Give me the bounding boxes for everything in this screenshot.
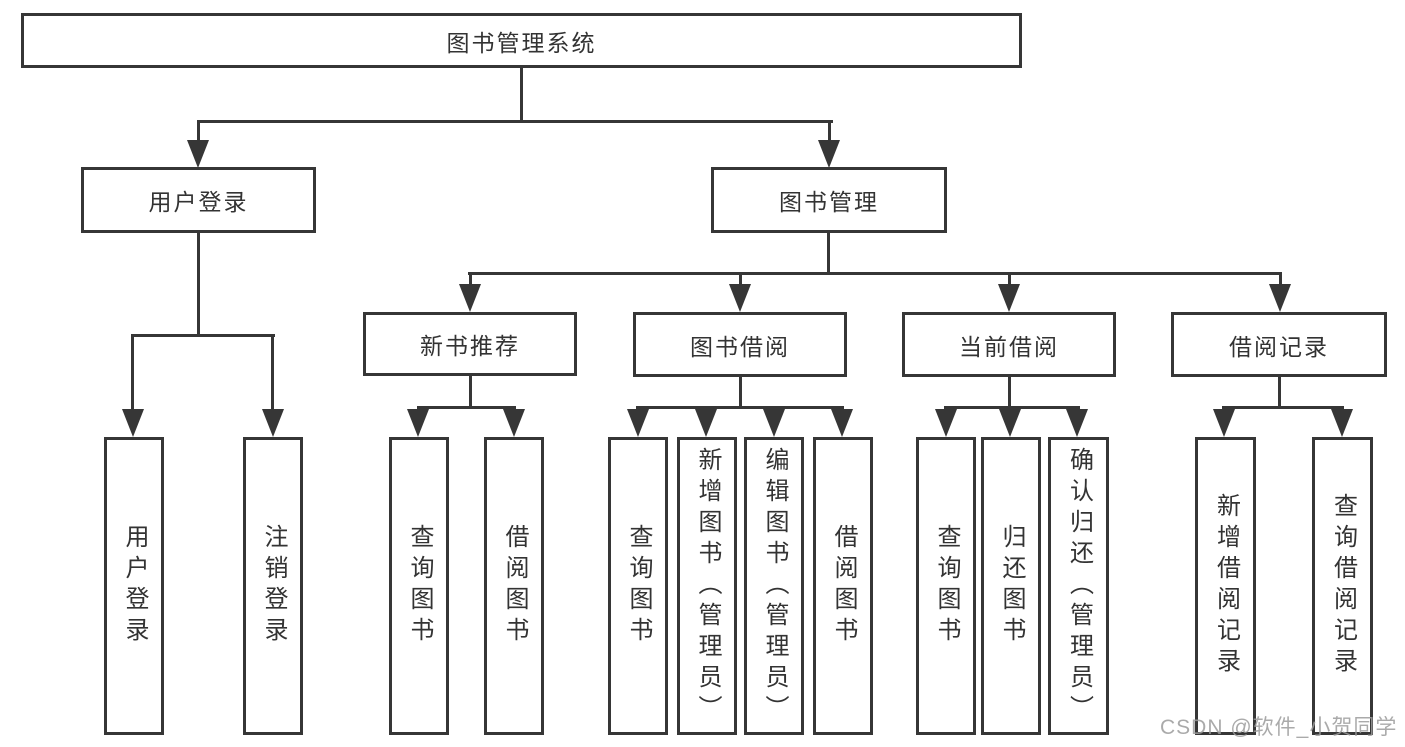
leaf-cb-query-books: 查询图书 xyxy=(916,437,976,735)
node-label: 图书管理系统 xyxy=(446,29,597,56)
connector-login-stem xyxy=(197,232,200,336)
arrow-down-icon xyxy=(122,409,144,437)
node-user-login: 用户登录 xyxy=(81,167,316,233)
connector-mgmt-bar xyxy=(468,272,1282,275)
arrow-down-icon xyxy=(627,409,649,437)
arrow-down-icon xyxy=(818,140,840,168)
leaf-logout: 注销登录 xyxy=(243,437,303,735)
arrow-down-icon xyxy=(1269,284,1291,312)
connector-br-bar xyxy=(1222,406,1344,409)
node-label: 当前借阅 xyxy=(959,333,1059,360)
node-label: 图书管理 xyxy=(779,189,879,215)
arrow-down-icon xyxy=(459,284,481,312)
node-label: 借阅记录 xyxy=(1229,333,1329,360)
node-current-borrowing: 当前借阅 xyxy=(902,312,1116,377)
leaf-label: 查询图书 xyxy=(625,524,652,648)
arrow-down-icon xyxy=(503,409,525,437)
node-book-management: 图书管理 xyxy=(711,167,947,233)
connector-root-bar xyxy=(197,120,833,123)
arrow-down-icon xyxy=(998,284,1020,312)
arrow-down-icon xyxy=(695,409,717,437)
leaf-label: 编辑图书（管理员） xyxy=(761,446,788,726)
arrow-down-icon xyxy=(935,409,957,437)
arrow-down-icon xyxy=(831,409,853,437)
connector-login-bar xyxy=(131,334,275,337)
arrow-down-icon xyxy=(187,140,209,168)
leaf-nbr-query-books: 查询图书 xyxy=(389,437,449,735)
arrow-down-icon xyxy=(1066,409,1088,437)
arrow-down-icon xyxy=(262,409,284,437)
leaf-label: 注销登录 xyxy=(260,524,287,648)
leaf-bb-add-books-admin: 新增图书（管理员） xyxy=(677,437,737,735)
leaf-label: 查询借阅记录 xyxy=(1329,493,1357,679)
arrow-down-icon xyxy=(999,409,1021,437)
node-borrowing-records: 借阅记录 xyxy=(1171,312,1387,377)
connector-mgmt-stem xyxy=(827,233,830,274)
node-new-book-recommendation: 新书推荐 xyxy=(363,312,577,376)
csdn-watermark: CSDN @软件_小贺同学 xyxy=(1160,716,1398,739)
connector-cb-bar xyxy=(944,406,1080,409)
connector-mgmt-drop-1 xyxy=(469,272,472,286)
node-label: 新书推荐 xyxy=(420,333,520,359)
leaf-label: 借阅图书 xyxy=(501,524,528,648)
node-book-borrowing: 图书借阅 xyxy=(633,312,847,377)
arrow-down-icon xyxy=(407,409,429,437)
leaf-label: 新增借阅记录 xyxy=(1212,493,1240,679)
connector-root-drop-right xyxy=(828,120,831,142)
arrow-down-icon xyxy=(729,284,751,312)
connector-br-stem xyxy=(1278,377,1281,408)
connector-mgmt-drop-3 xyxy=(1008,272,1011,286)
leaf-label: 归还图书 xyxy=(998,524,1025,648)
leaf-label: 确认归还（管理员） xyxy=(1065,446,1093,726)
connector-bb-bar xyxy=(636,406,844,409)
leaf-cb-confirm-return-admin: 确认归还（管理员） xyxy=(1048,437,1109,735)
connector-cb-stem xyxy=(1008,377,1011,408)
leaf-label: 查询图书 xyxy=(933,524,960,648)
arrow-down-icon xyxy=(763,409,785,437)
node-library-management-system: 图书管理系统 xyxy=(21,13,1022,68)
connector-login-drop-1 xyxy=(131,334,134,410)
leaf-cb-return-books: 归还图书 xyxy=(981,437,1041,735)
arrow-down-icon xyxy=(1331,409,1353,437)
leaf-label: 查询图书 xyxy=(406,524,433,648)
connector-nbr-bar xyxy=(417,406,516,409)
connector-root-drop-left xyxy=(197,120,200,142)
node-label: 图书借阅 xyxy=(690,333,790,360)
leaf-br-query-borrow-record: 查询借阅记录 xyxy=(1312,437,1373,735)
connector-nbr-stem xyxy=(469,376,472,408)
leaf-label: 借阅图书 xyxy=(830,524,857,648)
leaf-user-login: 用户登录 xyxy=(104,437,164,735)
leaf-br-add-borrow-record: 新增借阅记录 xyxy=(1195,437,1256,735)
leaf-label: 新增图书（管理员） xyxy=(694,446,721,726)
leaf-nbr-borrow-books: 借阅图书 xyxy=(484,437,544,735)
connector-login-drop-2 xyxy=(271,334,274,410)
leaf-bb-borrow-books: 借阅图书 xyxy=(813,437,873,735)
leaf-bb-edit-books-admin: 编辑图书（管理员） xyxy=(744,437,804,735)
leaf-bb-query-books: 查询图书 xyxy=(608,437,668,735)
leaf-label: 用户登录 xyxy=(121,524,148,648)
connector-bb-stem xyxy=(739,377,742,408)
connector-mgmt-drop-4 xyxy=(1279,272,1282,286)
connector-root-stem xyxy=(520,68,523,122)
node-label: 用户登录 xyxy=(148,189,249,215)
arrow-down-icon xyxy=(1213,409,1235,437)
connector-mgmt-drop-2 xyxy=(739,272,742,286)
